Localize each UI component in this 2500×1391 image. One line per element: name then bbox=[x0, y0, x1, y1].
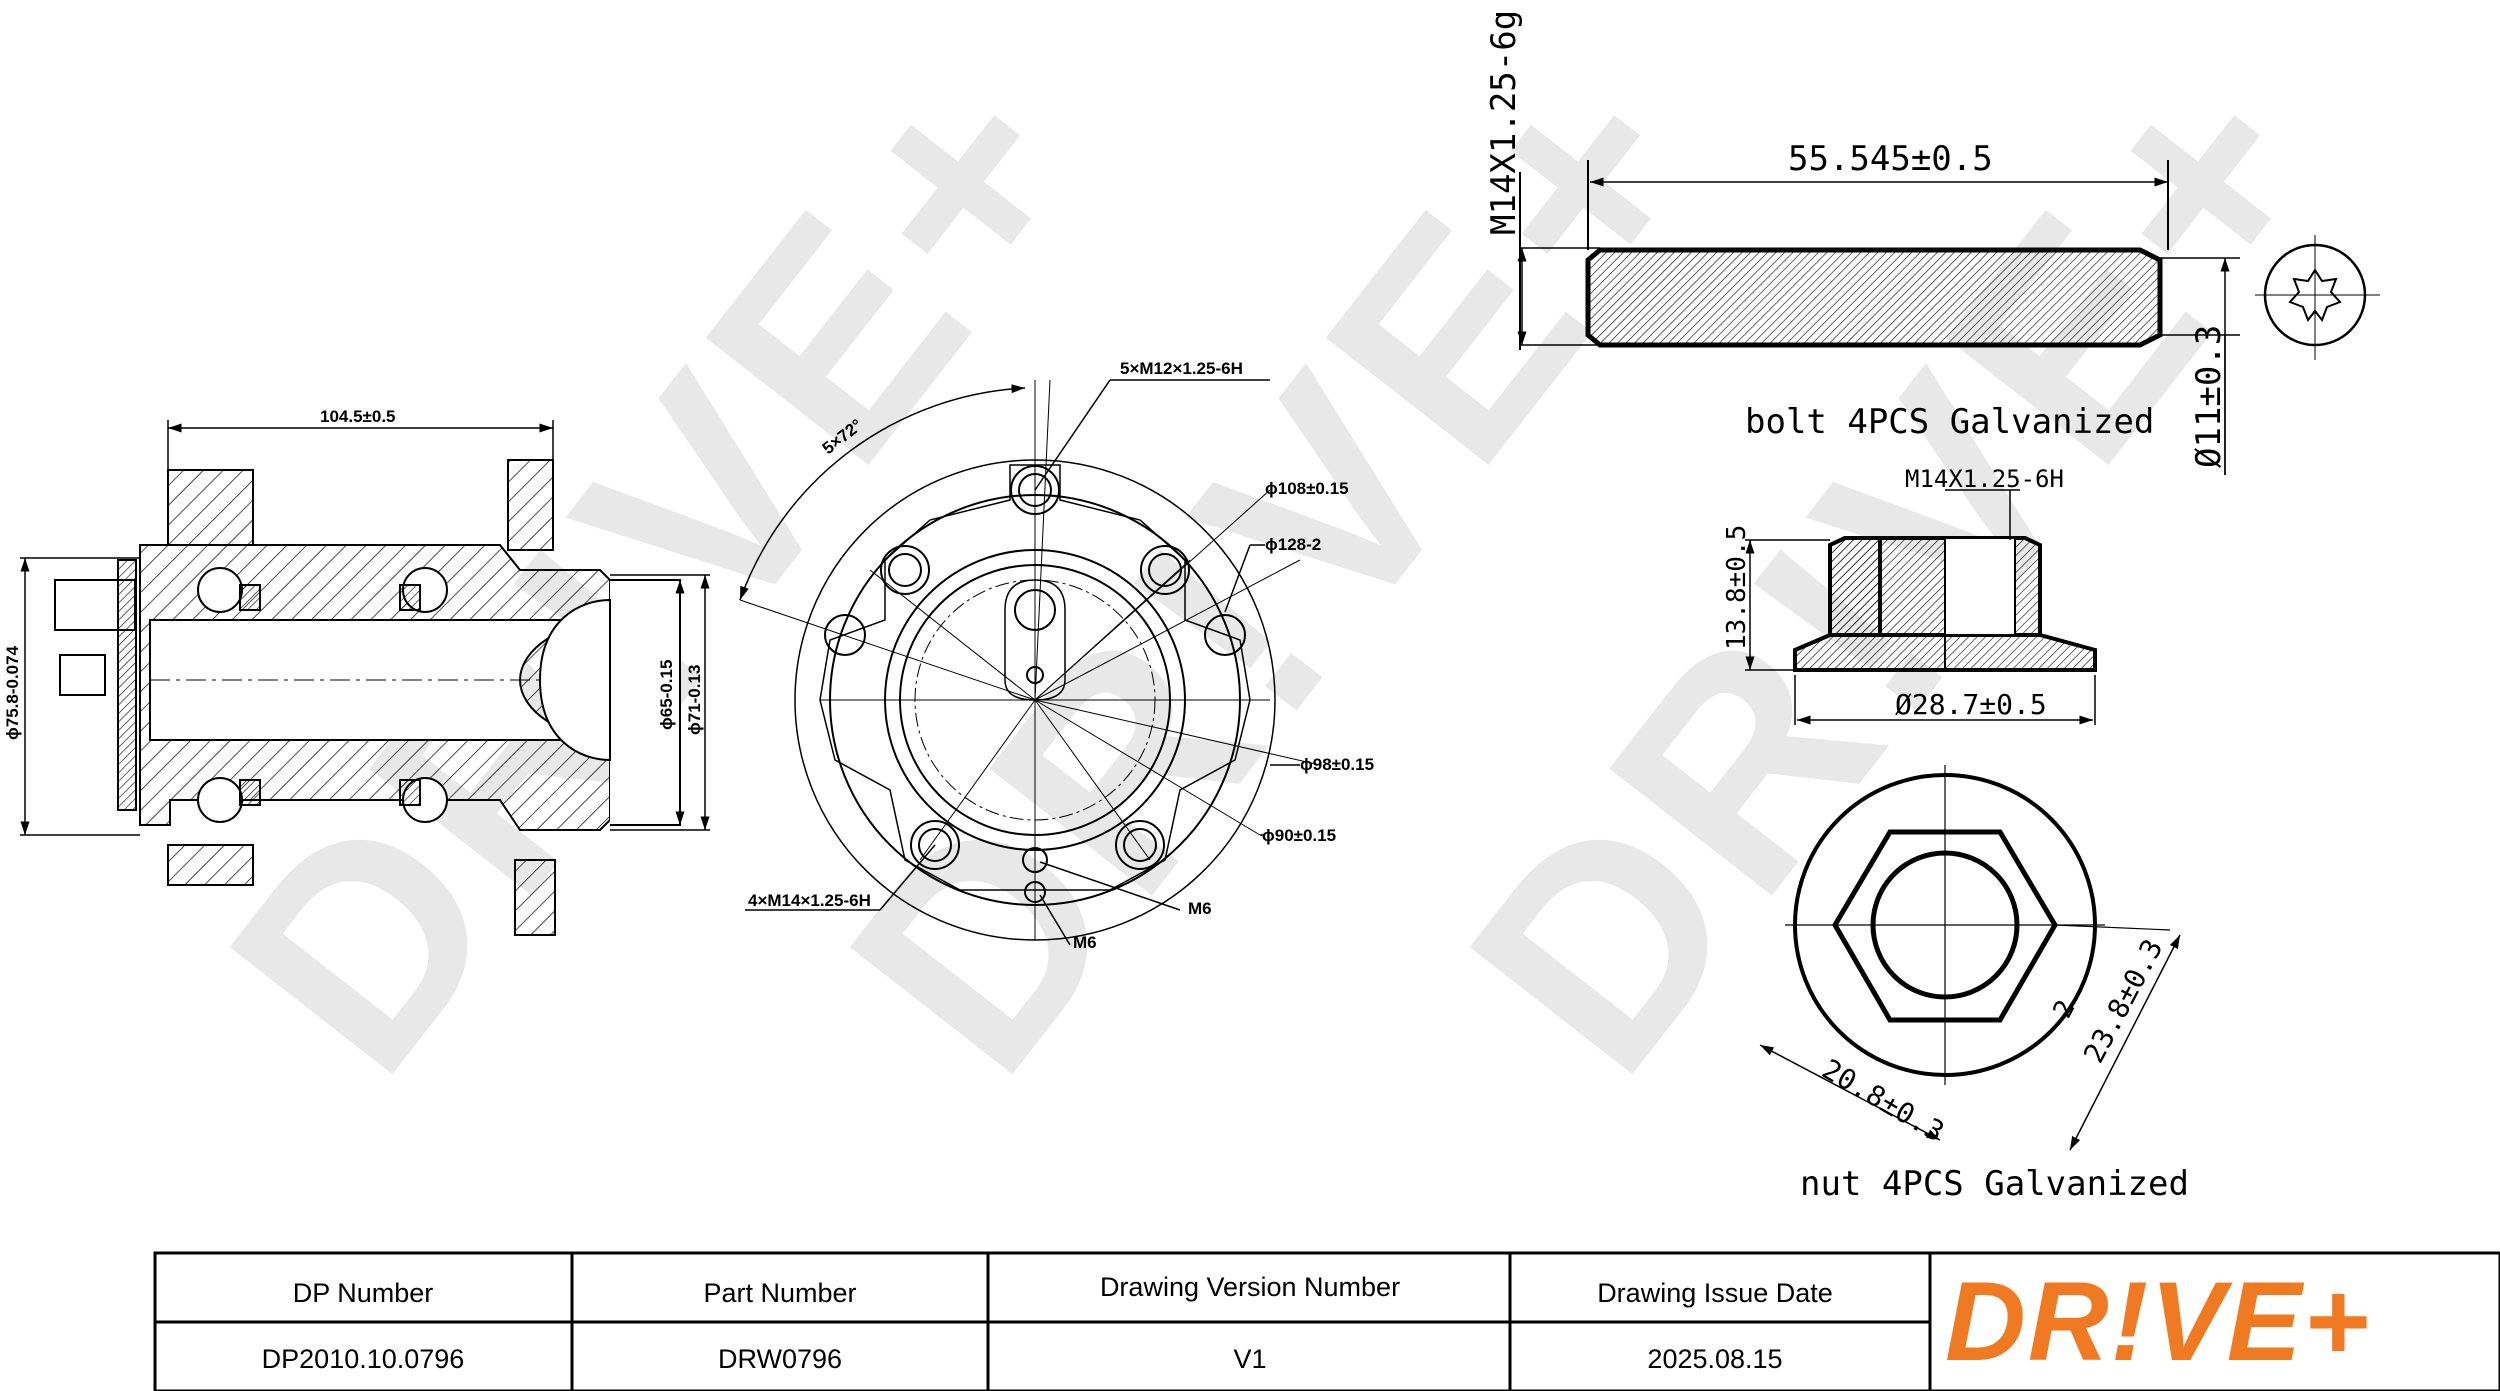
flange-dia90-dim: ϕ90±0.15 bbox=[1262, 826, 1336, 845]
flange-thread-top-dim: 5×M12×1.25-6H bbox=[1120, 359, 1243, 378]
bolt-dia-dim: Ø11±0.3 bbox=[2189, 325, 2229, 468]
title-header-issue-date: Drawing Issue Date bbox=[1597, 1278, 1833, 1308]
title-header-part-number: Part Number bbox=[703, 1278, 856, 1308]
flange-thread-bottom-dim: 4×M14×1.25-6H bbox=[748, 891, 871, 910]
flange-front-view bbox=[739, 379, 1321, 946]
hub-section-view bbox=[54, 459, 681, 936]
hub-dia65-dim: ϕ65-0.15 bbox=[657, 660, 676, 730]
title-value-issue-date: 2025.08.15 bbox=[1647, 1344, 1782, 1374]
bolt-length-dim: 55.545±0.5 bbox=[1788, 139, 1993, 179]
nut-height-dim: 13.8±0.5 bbox=[1722, 525, 1752, 650]
brand-logo: DR!VE+ bbox=[1945, 1259, 2371, 1384]
flange-pcd128-dim: ϕ128-2 bbox=[1265, 535, 1321, 554]
nut-caption: nut 4PCS Galvanized bbox=[1800, 1164, 2189, 1204]
bolt-drawing bbox=[1517, 160, 2380, 475]
bolt-thread-dim: M14X1.25-6g bbox=[1484, 10, 1524, 235]
hub-outer-dia-dim: ϕ75.8-0.074 bbox=[3, 645, 22, 740]
title-header-version: Drawing Version Number bbox=[1100, 1272, 1400, 1302]
flange-dia98-dim: ϕ98±0.15 bbox=[1300, 755, 1374, 774]
title-block bbox=[153, 1251, 2500, 1391]
title-header-dp-number: DP Number bbox=[293, 1278, 434, 1308]
title-value-dp-number: DP2010.10.0796 bbox=[262, 1344, 465, 1374]
hub-length-dim: 104.5±0.5 bbox=[320, 407, 396, 426]
nut-side-drawing bbox=[1745, 489, 2097, 725]
flange-m6-a-dim: M6 bbox=[1188, 899, 1212, 918]
hub-dimensions bbox=[20, 420, 710, 836]
nut-front-drawing bbox=[1759, 765, 2181, 1151]
title-value-part-number: DRW0796 bbox=[718, 1344, 842, 1374]
nut-across-flats-dim: 20.8±0.3 bbox=[1817, 1052, 1950, 1148]
flange-m6-b-dim: M6 bbox=[1073, 933, 1097, 952]
nut-thread-dim: M14X1.25-6H bbox=[1905, 465, 2064, 493]
hub-dia71-dim: ϕ71-0.13 bbox=[685, 665, 704, 735]
title-value-version: V1 bbox=[1233, 1344, 1266, 1374]
bolt-caption: bolt 4PCS Galvanized bbox=[1745, 402, 2154, 442]
flange-pcd108-dim: ϕ108±0.15 bbox=[1265, 479, 1349, 498]
nut-dia-dim: Ø28.7±0.5 bbox=[1895, 688, 2047, 721]
